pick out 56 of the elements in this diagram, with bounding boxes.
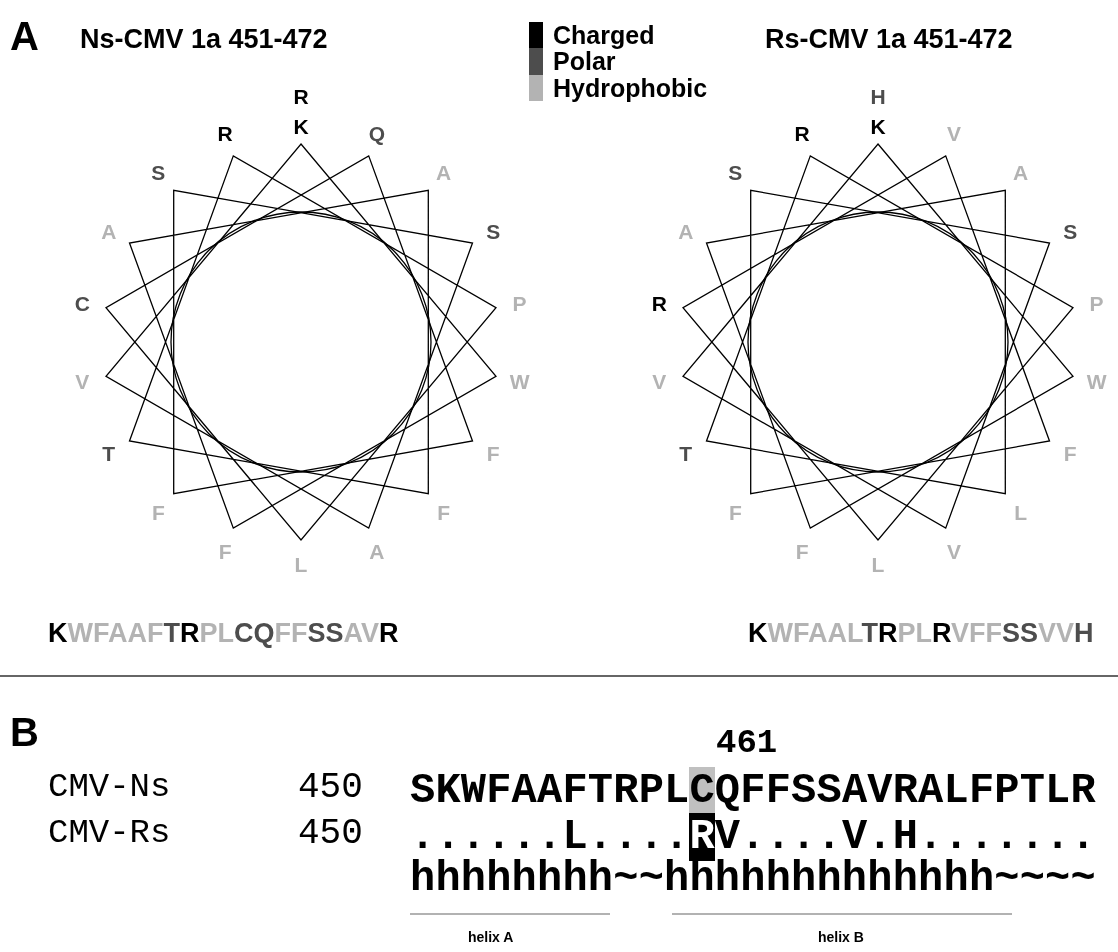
helix-label: helix B — [818, 930, 864, 944]
secondary-structure: hhhhhhhh~~hhhhhhhhhhhhh~~~~ — [410, 858, 1096, 900]
position-number: 461 — [716, 726, 778, 760]
residue-letter: W — [1086, 370, 1107, 392]
residue-letter: W — [509, 370, 530, 392]
residue-letter: L — [871, 553, 885, 575]
sequence-text: KWFAALTRPLRVFFSSVVH — [748, 620, 1094, 647]
residue-letter: H — [870, 85, 886, 107]
residue-letter: F — [486, 442, 500, 464]
residue-letter: V — [946, 540, 961, 562]
aligned-sequence: SKWFAAFTRPLCQFFSSAVRALFPTLR — [410, 770, 1096, 812]
residue-letter: A — [436, 161, 452, 183]
residue-letter: C — [74, 292, 90, 314]
residue-letter: V — [652, 370, 667, 392]
residue-letter: A — [101, 220, 117, 242]
residue-letter: S — [1063, 220, 1078, 242]
residue-letter: S — [151, 161, 166, 183]
start-position: 450 — [298, 816, 363, 852]
residue-letter: A — [1013, 161, 1029, 183]
sequence-name: CMV-Ns — [48, 770, 171, 804]
start-position: 450 — [298, 770, 363, 806]
sequence-name: CMV-Rs — [48, 816, 171, 850]
legend-label: Polar — [553, 49, 616, 74]
sequence-text: KWFAAFTRPLCQFFSSAVR — [48, 620, 399, 647]
residue-letter: K — [293, 115, 309, 137]
residue-letter: S — [728, 161, 743, 183]
residue-letter: F — [218, 540, 232, 562]
residue-letter: V — [75, 370, 90, 392]
residue-letter: Q — [368, 122, 386, 144]
residue-letter: F — [1063, 442, 1077, 464]
residue-letter: R — [293, 85, 309, 107]
residue-letter: A — [369, 540, 385, 562]
residue-letter: F — [728, 501, 742, 523]
residue-letter: T — [679, 442, 693, 464]
residue-letter: A — [678, 220, 694, 242]
residue-letter: P — [512, 292, 527, 314]
residue-letter: L — [1014, 501, 1028, 523]
residue-letter: P — [1089, 292, 1104, 314]
residue-letter: R — [217, 122, 233, 144]
residue-letter: F — [795, 540, 809, 562]
residue-letter: F — [151, 501, 165, 523]
residue-letter: R — [651, 292, 667, 314]
panel-label: A — [10, 16, 39, 56]
legend-label: Charged — [553, 23, 655, 48]
panel-label: B — [10, 712, 39, 752]
wheel-title: Ns-CMV 1a 451-472 — [80, 26, 328, 53]
residue-letter: R — [794, 122, 810, 144]
residue-letter: T — [102, 442, 116, 464]
legend-label: Hydrophobic — [553, 76, 708, 101]
wheel-title: Rs-CMV 1a 451-472 — [765, 26, 1013, 53]
residue-letter: S — [486, 220, 501, 242]
helix-label: helix A — [468, 930, 514, 944]
residue-letter: L — [294, 553, 308, 575]
residue-letter: V — [946, 122, 961, 144]
residue-letter: K — [870, 115, 886, 137]
residue-letter: F — [437, 501, 451, 523]
